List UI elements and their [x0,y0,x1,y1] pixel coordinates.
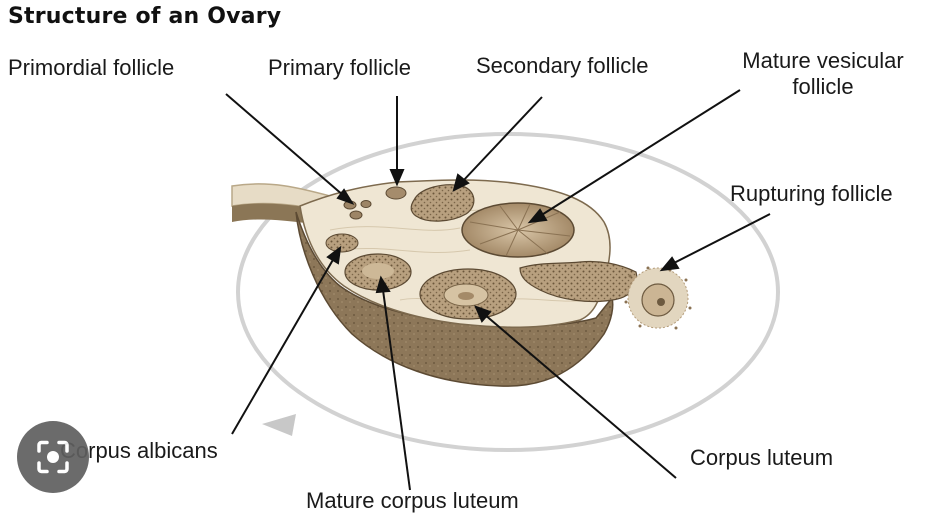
mature-corpus-luteum-shape [345,254,411,290]
cycle-arrowhead [262,414,296,436]
leader-primordial [226,94,344,196]
diagram-title: Structure of an Ovary [8,4,281,29]
label-corpus-luteum: Corpus luteum [690,445,833,471]
visual-search-button[interactable] [17,421,89,493]
label-primary-follicle: Primary follicle [268,55,411,81]
leader-corpus-albicans [232,258,334,434]
label-mature-corpus-luteum: Mature corpus luteum [306,488,519,514]
leader-mature-vesicular [540,90,740,216]
leader-secondary [462,97,542,182]
label-mature-vesicular-line1: Mature vesicular [724,48,922,74]
label-mature-vesicular-line2: follicle [724,74,922,100]
label-rupturing-follicle: Rupturing follicle [730,181,893,207]
leader-rupturing [672,214,770,264]
label-secondary-follicle: Secondary follicle [476,53,648,79]
leader-rupturing-arrow [662,258,678,270]
label-primordial-follicle: Primordial follicle [8,55,174,81]
label-mature-vesicular-follicle: Mature vesicular follicle [724,48,922,100]
primary-follicle-shape [386,187,406,199]
corpus-luteum-shape [420,269,516,319]
visual-search-icon [17,421,89,493]
mature-vesicular-follicle-shape [462,203,574,257]
corpus-albicans-shape [326,234,358,252]
